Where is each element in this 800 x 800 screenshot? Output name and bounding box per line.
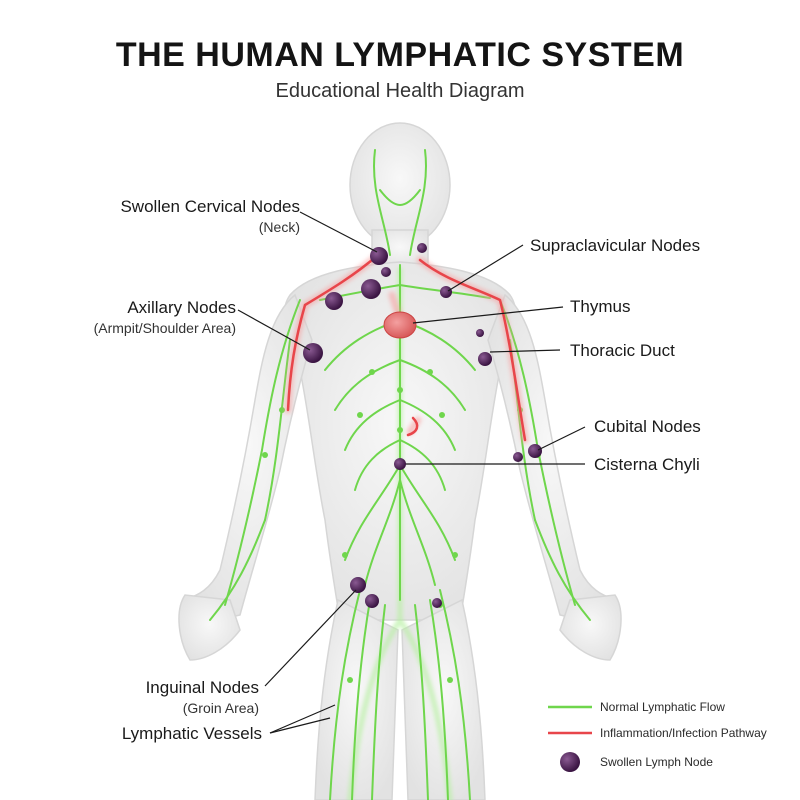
label-cervical-main: Swollen Cervical Nodes <box>120 197 300 216</box>
label-axillary-sub: (Armpit/Shoulder Area) <box>93 320 236 336</box>
shoulder-node <box>361 279 381 299</box>
swollen-nodes <box>303 243 542 608</box>
shoulder-node <box>325 292 343 310</box>
legend-node-label: Swollen Lymph Node <box>600 755 713 769</box>
label-thymus: Thymus <box>570 296 630 318</box>
leader-lines <box>237 211 586 734</box>
page-subtitle: Educational Health Diagram <box>275 80 525 102</box>
legend-node-swatch <box>560 752 580 772</box>
label-cubital-main: Cubital Nodes <box>594 417 701 436</box>
label-inguinal: Inguinal Nodes (Groin Area) <box>146 677 259 717</box>
axillary-node <box>478 352 492 366</box>
thymus-organ <box>383 311 417 339</box>
cervical-node <box>381 267 391 277</box>
label-supraclavicular-main: Supraclavicular Nodes <box>530 236 701 255</box>
label-cervical-sub: (Neck) <box>258 219 300 235</box>
inguinal-node <box>432 598 442 608</box>
label-axillary: Axillary Nodes (Armpit/Shoulder Area) <box>94 297 236 337</box>
page-title: THE HUMAN LYMPHATIC SYSTEM <box>115 36 685 74</box>
axillary-node <box>476 329 484 337</box>
label-vessels-main: Lymphatic Vessels <box>121 724 262 743</box>
cubital-node <box>513 452 523 462</box>
label-axillary-main: Axillary Nodes <box>127 298 236 317</box>
label-vessels: Lymphatic Vessels <box>122 723 262 745</box>
inguinal-node <box>350 577 366 593</box>
label-cisterna-main: Cisterna Chyli <box>594 455 700 474</box>
legend-normal-label: Normal Lymphatic Flow <box>600 700 725 714</box>
label-cisterna: Cisterna Chyli <box>594 454 700 476</box>
label-thoracic-main: Thoracic Duct <box>570 341 675 360</box>
label-cubital: Cubital Nodes <box>594 416 701 438</box>
axillary-node <box>303 343 323 363</box>
label-inguinal-sub: (Groin Area) <box>182 700 259 716</box>
legend-inflammation-label: Inflammation/Infection Pathway <box>600 726 767 740</box>
cervical-node <box>370 247 388 265</box>
inguinal-node <box>365 594 379 608</box>
label-inguinal-main: Inguinal Nodes <box>145 678 259 697</box>
label-thymus-main: Thymus <box>570 297 631 316</box>
cisterna-node <box>394 458 406 470</box>
label-supraclavicular: Supraclavicular Nodes <box>530 235 700 257</box>
label-cervical: Swollen Cervical Nodes (Neck) <box>120 196 300 236</box>
legend-swatches <box>548 704 592 772</box>
cervical-node <box>417 243 427 253</box>
supraclavicular-node <box>440 286 452 298</box>
label-thoracic: Thoracic Duct <box>570 340 675 362</box>
cubital-node <box>528 444 542 458</box>
